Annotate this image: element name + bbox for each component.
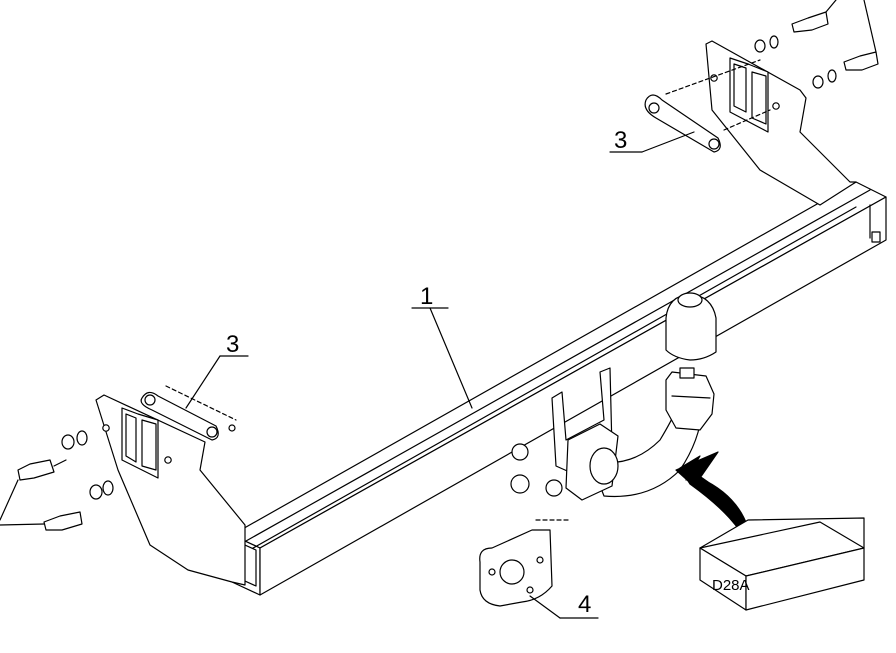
socket-plate (479, 519, 571, 607)
tow-ball-mount (510, 367, 703, 501)
spacer-plate-left (140, 385, 237, 441)
label-box: D28A (699, 517, 865, 611)
right-bracket (705, 40, 857, 206)
bolt-set-right (754, 0, 879, 89)
callout-4: 4 (578, 591, 591, 618)
callout-3-left: 3 (226, 331, 239, 358)
tow-ball (665, 367, 715, 431)
tow-ball-cap (665, 292, 717, 361)
callout-1: 1 (420, 283, 433, 310)
callout-3-right: 3 (614, 127, 627, 154)
bolt-set-left (0, 430, 114, 531)
callout-lines (185, 131, 695, 619)
box-label: D28A (712, 577, 750, 594)
left-bracket (95, 394, 246, 586)
spacer-plate-right (644, 59, 771, 153)
